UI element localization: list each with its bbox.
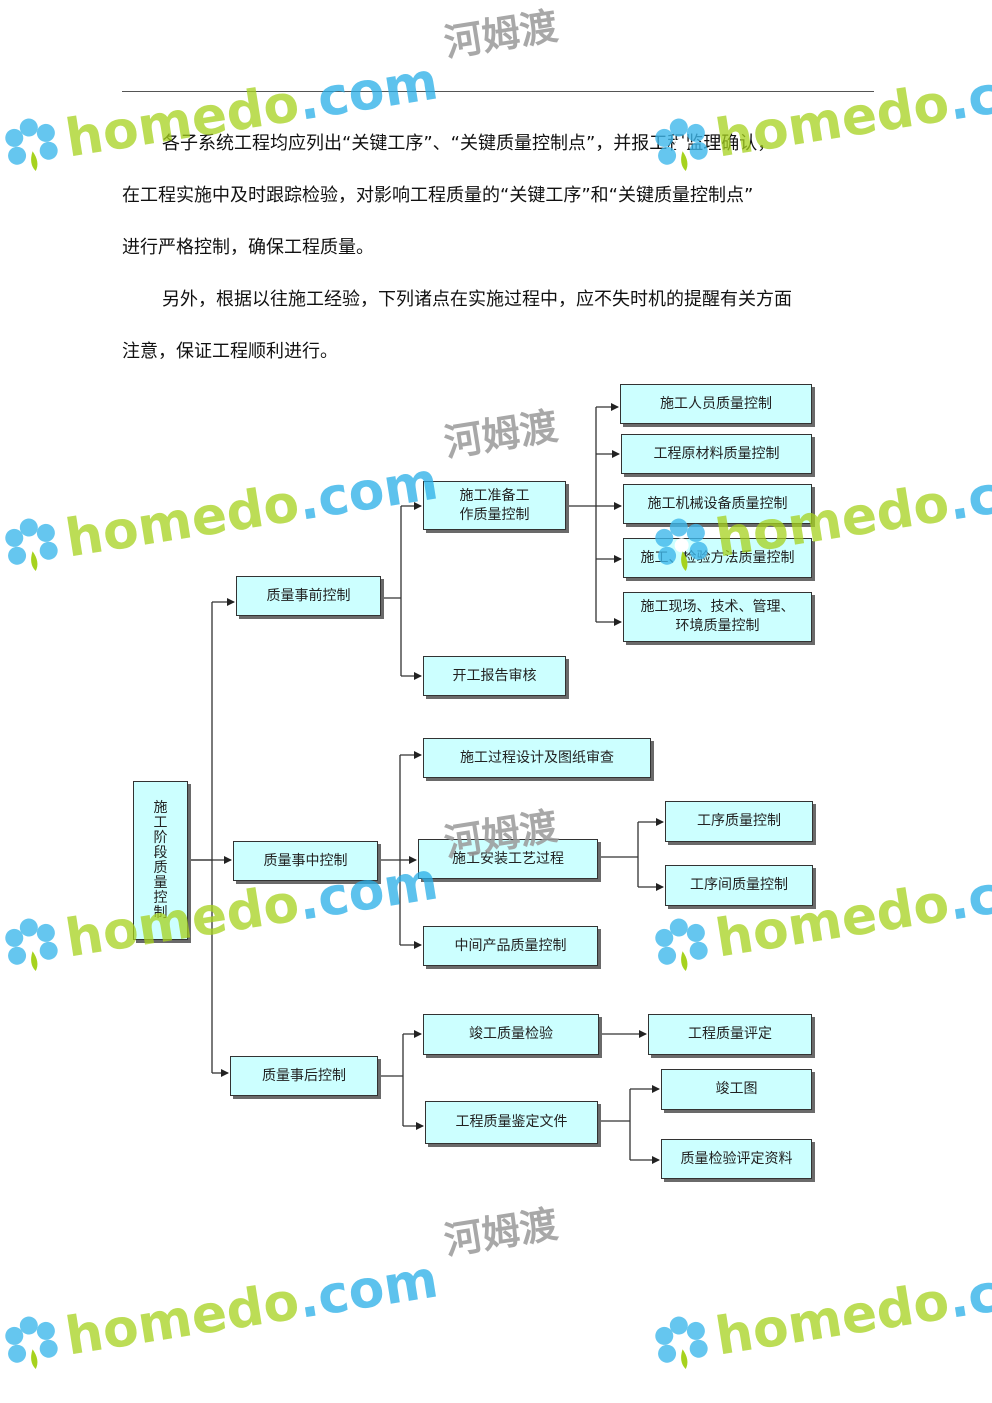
post-records-node: 质量检验评定资料 <box>661 1139 812 1179</box>
mid-control-node: 质量事中控制 <box>233 841 378 881</box>
header-rule <box>122 91 874 92</box>
pre-report-label: 开工报告审核 <box>452 667 537 684</box>
pre-control-label: 质量事前控制 <box>266 587 351 604</box>
mid-interproc-label: 工序间质量控制 <box>690 877 788 893</box>
pre-report-node: 开工报告审核 <box>423 656 566 696</box>
mid-product-node: 中间产品质量控制 <box>423 926 598 966</box>
pre-site-label: 施工现场、技术、管理、 环境质量控制 <box>640 599 795 634</box>
connector-docs-trunk <box>598 1089 631 1160</box>
paragraph-1-line-3: 进行严格控制，确保工程质量。 <box>122 237 374 258</box>
root-node: 施工阶段质量控制 <box>133 781 188 940</box>
root-node-label: 施工阶段质量控制 <box>153 799 168 921</box>
mid-install-label: 施工安装工艺过程 <box>452 850 564 867</box>
post-inspect-node: 竣工质量检验 <box>423 1014 599 1055</box>
pre-prep-node: 施工准备工 作质量控制 <box>423 481 566 530</box>
post-inspect-label: 竣工质量检验 <box>469 1026 553 1042</box>
pre-prep-label: 施工准备工 作质量控制 <box>459 487 530 523</box>
connector-mid-trunk <box>378 755 401 945</box>
post-eval-node: 工程质量评定 <box>648 1014 812 1055</box>
paragraph-1-line-1: 各子系统工程均应列出“关键工序”、“关键质量控制点”，并报工程监理确认， <box>162 133 776 154</box>
post-control-node: 质量事后控制 <box>230 1056 378 1096</box>
post-docs-label: 工程质量鉴定文件 <box>455 1114 568 1130</box>
pre-site-node: 施工现场、技术、管理、 环境质量控制 <box>623 592 812 642</box>
pre-personnel-node: 施工人员质量控制 <box>620 384 812 424</box>
mid-design-node: 施工过程设计及图纸审查 <box>423 738 651 778</box>
post-docs-node: 工程质量鉴定文件 <box>425 1101 598 1144</box>
mid-install-node: 施工安装工艺过程 <box>418 839 598 879</box>
pre-equipment-label: 施工机械设备质量控制 <box>647 495 788 512</box>
pre-control-node: 质量事前控制 <box>236 576 381 616</box>
paragraph-2-line-1: 另外，根据以往施工经验，下列诸点在实施过程中，应不失时机的提醒有关方面 <box>162 289 792 310</box>
connector-root-trunk <box>188 602 213 1073</box>
paragraph-1-line-2: 在工程实施中及时跟踪检验，对影响工程质量的“关键工序”和“关键质量控制点” <box>122 185 754 206</box>
post-eval-label: 工程质量评定 <box>688 1026 772 1042</box>
connector-prep-trunk <box>566 407 597 622</box>
post-drawing-node: 竣工图 <box>661 1069 812 1110</box>
mid-product-label: 中间产品质量控制 <box>454 937 567 954</box>
pre-materials-label: 工程原材料质量控制 <box>653 445 780 462</box>
connector-install-trunk <box>598 822 639 887</box>
connector-pre-trunk <box>381 506 402 676</box>
post-drawing-label: 竣工图 <box>715 1081 758 1097</box>
connector-post-trunk <box>378 1034 404 1126</box>
paragraph-2-line-2: 注意，保证工程顺利进行。 <box>122 341 338 362</box>
mid-proc-label: 工序质量控制 <box>697 813 781 829</box>
post-records-label: 质量检验评定资料 <box>680 1150 793 1167</box>
pre-personnel-label: 施工人员质量控制 <box>660 395 772 412</box>
mid-proc-node: 工序质量控制 <box>665 801 813 842</box>
pre-methods-label: 施工、检验方法质量控制 <box>640 549 795 566</box>
pre-equipment-node: 施工机械设备质量控制 <box>623 484 812 524</box>
mid-design-label: 施工过程设计及图纸审查 <box>460 749 614 766</box>
pre-materials-node: 工程原材料质量控制 <box>621 434 812 474</box>
mid-control-label: 质量事中控制 <box>263 852 348 869</box>
post-control-label: 质量事后控制 <box>262 1067 346 1084</box>
pre-methods-node: 施工、检验方法质量控制 <box>623 538 812 578</box>
mid-interproc-node: 工序间质量控制 <box>665 865 813 906</box>
